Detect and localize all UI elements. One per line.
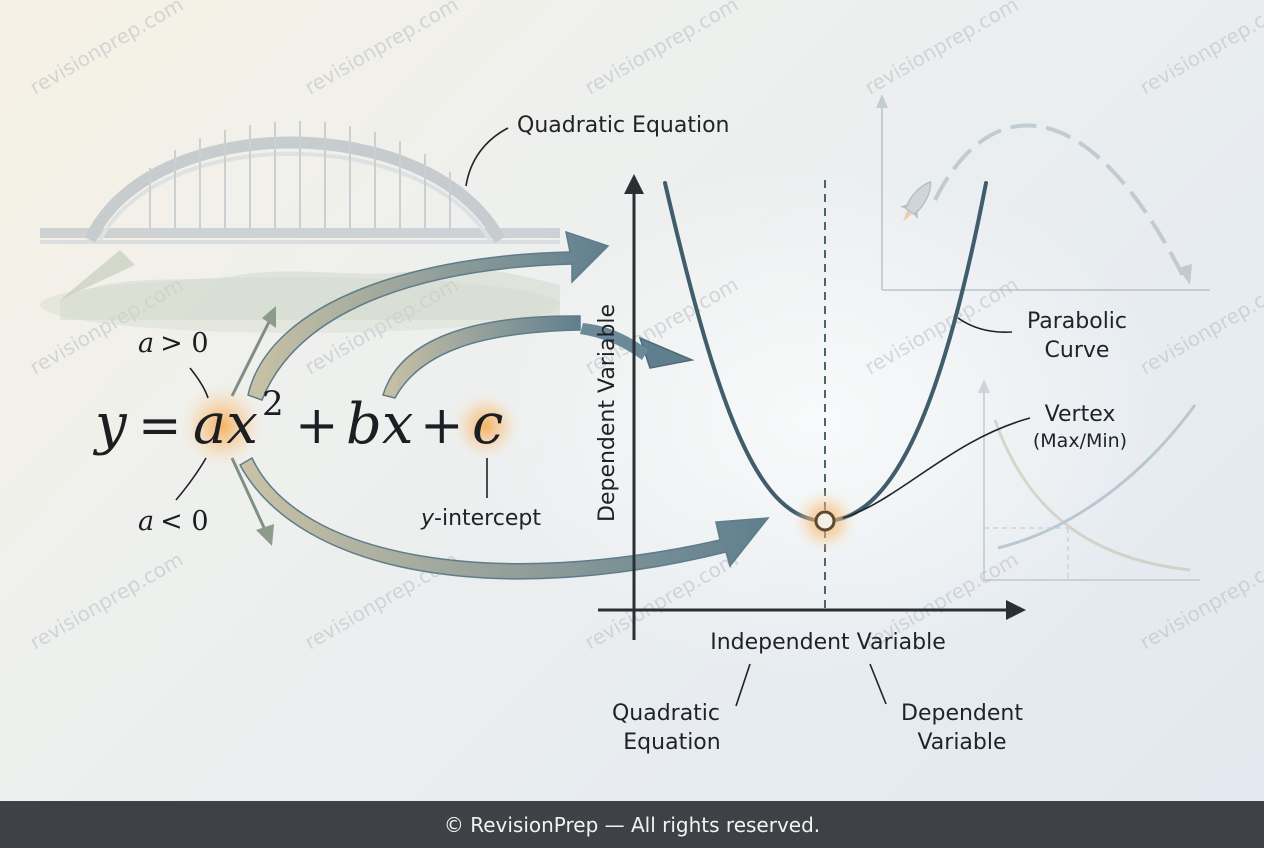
label-bottom-quadratic: Quadratic xyxy=(612,701,720,726)
c-glow xyxy=(452,392,520,460)
label-a-positive: a> 0 xyxy=(138,328,209,359)
eq-ax: ax xyxy=(193,392,258,457)
watermark-text: revisionprep.com xyxy=(26,547,188,654)
label-vertex: Vertex xyxy=(1045,402,1116,427)
watermark-text: revisionprep.com xyxy=(301,0,463,99)
watermark-text: revisionprep.com xyxy=(1136,0,1264,99)
label-max-min: (Max/Min) xyxy=(1033,430,1127,452)
copyright-text: © RevisionPrep — All rights reserved. xyxy=(443,812,821,837)
label-bottom-variable: Variable xyxy=(917,730,1006,755)
watermark-text: revisionprep.com xyxy=(861,0,1023,99)
label-bottom-equation: Equation xyxy=(623,730,720,755)
label-quadratic-equation-top: Quadratic Equation xyxy=(517,113,730,138)
bridge-illustration xyxy=(40,121,560,333)
eq-bx: bx xyxy=(346,392,413,457)
a-glow xyxy=(180,384,264,468)
flow-arrows xyxy=(230,230,770,580)
label-curve: Curve xyxy=(1045,338,1110,363)
eq-exponent: 2 xyxy=(262,384,284,424)
label-a-negative: a< 0 xyxy=(138,506,209,537)
watermark-text: revisionprep.com xyxy=(26,0,188,99)
eq-plus-2: + xyxy=(420,396,464,456)
quadratic-equation: y = ax 2 + bx + c xyxy=(92,384,503,457)
eq-y: y xyxy=(92,392,128,457)
x-axis-label: Independent Variable xyxy=(710,630,946,655)
eq-equals: = xyxy=(138,396,182,456)
trajectory-sketch xyxy=(876,94,1210,291)
watermark-text: revisionprep.com xyxy=(581,0,743,99)
vertex-marker xyxy=(814,510,836,532)
copyright-footer: © RevisionPrep — All rights reserved. xyxy=(0,801,1264,848)
y-axis-label: Dependent Variable xyxy=(595,304,620,522)
eq-plus-1: + xyxy=(295,396,339,456)
leader-lines xyxy=(175,127,1031,707)
label-bottom-dependent: Dependent xyxy=(901,701,1023,726)
eq-c: c xyxy=(472,392,503,457)
rocket-icon xyxy=(899,180,932,222)
y-axis-arrowhead xyxy=(624,174,644,194)
label-parabolic: Parabolic xyxy=(1027,309,1127,334)
label-y-intercept: y-intercept xyxy=(420,506,541,531)
x-axis-arrowhead xyxy=(1006,600,1026,620)
supply-demand-sketch xyxy=(978,379,1200,581)
